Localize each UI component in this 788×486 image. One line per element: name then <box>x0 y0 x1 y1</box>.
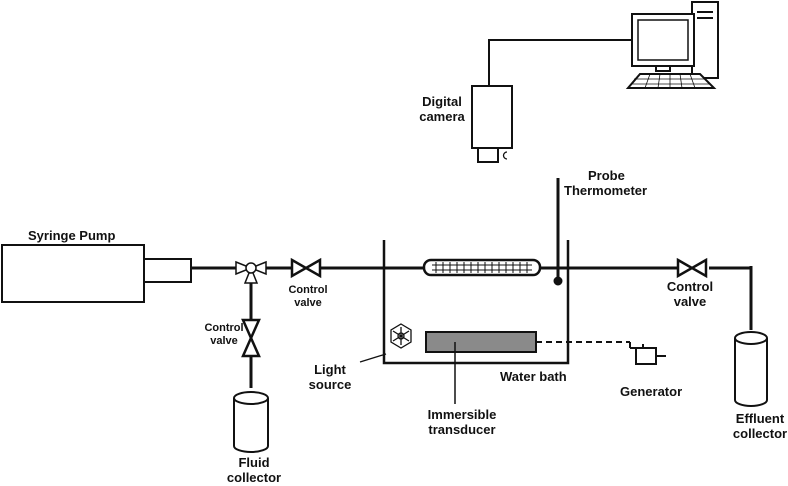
control-valve-mid-label-line1: Control <box>288 284 328 296</box>
control-valve-mid-label-line2: valve <box>294 297 322 309</box>
control-valve-vertical <box>241 318 261 358</box>
three-way-valve <box>235 260 267 284</box>
syringe-pump-label: Syringe Pump <box>28 228 116 243</box>
generator-icon <box>629 342 666 365</box>
control-valve-mid-label: Control valve <box>288 284 327 310</box>
computer-icon <box>625 1 719 89</box>
digital-camera-label-line1: Digital <box>422 94 462 109</box>
water-bath-label: Water bath <box>500 369 567 384</box>
effluent-collector-cylinder <box>734 331 768 407</box>
fluid-collector-label-line2: collector <box>226 470 282 485</box>
syringe-pump-plunger <box>143 258 192 283</box>
generator-label: Generator <box>620 384 683 399</box>
digital-camera-label-line2: camera <box>419 109 465 124</box>
probe-thermometer <box>553 178 563 286</box>
light-source-label-line2: source <box>308 377 352 392</box>
immersible-transducer-label-line2: transducer <box>428 422 496 437</box>
control-valve-right-label-line1: Control <box>666 279 714 294</box>
control-valve-right-label: Control valve <box>667 279 713 309</box>
control-valve-left-label: Control valve <box>204 322 243 348</box>
light-source-label-line1: Light <box>314 362 346 377</box>
water-bath <box>382 240 570 365</box>
camera-computer-cable <box>488 39 635 86</box>
immersible-transducer-label: Immersible transducer <box>428 407 497 437</box>
control-valve-left-label-line2: valve <box>210 335 238 347</box>
fluid-collector-cylinder <box>233 391 269 453</box>
camera-flash-icon <box>502 151 508 160</box>
probe-thermometer-label-line1: Probe <box>588 168 625 183</box>
probe-thermometer-label-line2: Thermometer <box>564 183 648 198</box>
control-valve-left-label-line1: Control <box>204 322 244 334</box>
control-valve-right-label-line2: valve <box>673 294 707 309</box>
immersible-transducer <box>425 331 537 353</box>
digital-camera <box>471 85 513 163</box>
light-source-icon <box>390 323 412 349</box>
fluid-collector-label: Fluid collector <box>227 455 281 485</box>
immersible-transducer-label-line1: Immersible <box>427 407 497 422</box>
control-valve-horizontal-mid <box>290 257 322 279</box>
effluent-collector-label-line2: collector <box>732 426 788 441</box>
effluent-collector-label: Effluent collector <box>733 411 787 441</box>
control-valve-horizontal-right <box>676 257 708 279</box>
light-source-label: Light source <box>309 362 352 392</box>
fluid-collector-label-line1: Fluid <box>238 455 270 470</box>
light-source-pointer <box>359 353 387 363</box>
syringe-pump-body <box>1 244 145 303</box>
flow-cell <box>422 258 542 277</box>
effluent-collector-label-line1: Effluent <box>735 411 785 426</box>
digital-camera-label: Digital camera <box>419 94 465 124</box>
probe-thermometer-label: Probe Thermometer <box>564 168 647 198</box>
